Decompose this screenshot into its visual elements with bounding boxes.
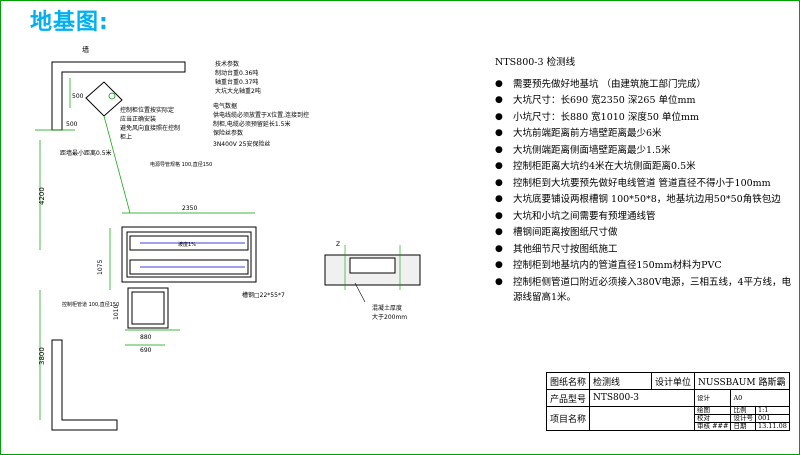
title-block: 图纸名称 检测线 设计单位 NUSSBAUM 路斯霸 产品型号 NTS800-3… xyxy=(545,372,790,431)
svg-text:供电线缆必须放置于X位置,连接到控: 供电线缆必须放置于X位置,连接到控 xyxy=(213,111,309,119)
control-cabinet xyxy=(85,81,131,214)
date-value: 13.11.08 xyxy=(754,422,790,431)
note-item: 其他细节尺寸按图纸施工 xyxy=(495,242,795,258)
design-unit: NUSSBAUM 路斯霸 xyxy=(694,372,790,390)
dim-4200: 4200 xyxy=(38,187,46,205)
design-label: 设计 xyxy=(694,389,732,407)
dim-880: 880 xyxy=(140,334,152,341)
min-distance-label: 距墙最小距离0.5米 xyxy=(60,149,112,157)
slope-arrows xyxy=(140,242,245,268)
dim-3800: 3800 xyxy=(38,347,46,365)
dim-1075: 1075 xyxy=(97,260,104,275)
svg-text:电气数据: 电气数据 xyxy=(213,102,237,110)
wall-outline xyxy=(51,61,186,431)
svg-text:避免风向直接照在控制: 避免风向直接照在控制 xyxy=(120,124,180,132)
svg-text:大坑大允轴重2吨: 大坑大允轴重2吨 xyxy=(215,87,261,95)
svg-text:保险丝参数: 保险丝参数 xyxy=(213,129,243,137)
concrete-value: 大于200mm xyxy=(372,313,407,321)
drawing-name: 检测线 xyxy=(589,372,653,390)
dim-1010: 1010 xyxy=(113,305,120,320)
design-unit-label: 设计单位 xyxy=(651,372,696,390)
note-item: 控制柜距离大坑约4米在大坑侧面距离0.5米 xyxy=(495,159,795,175)
notes-panel: NTS800-3 检测线 需要预先做好地基坑 （由建筑施工部门完成） 大坑尺寸：… xyxy=(495,55,795,307)
note-item: 大坑前端距离前方墙壁距离最少6米 xyxy=(495,126,795,142)
note-item: 大坑底要铺设两根槽钢 100*50*8，地基坑边用50*50角铁包边 xyxy=(495,192,795,208)
tech-params: 技术参数 制动台重0.36吨 轴重台重0.37吨 大坑大允轴重2吨 xyxy=(215,60,261,95)
dimension-lines xyxy=(35,78,255,420)
pipe-label: 电源导管规格 100,直径150 xyxy=(150,161,212,168)
slope-label: 坡度1% xyxy=(178,241,196,248)
note-item: 控制柜到大坑要预先做好电线管道 管道直径不得小于100mm xyxy=(495,176,795,192)
dim-500-side: 500 xyxy=(66,121,78,128)
note-item: 大坑侧端距离侧面墙壁距离最少1.5米 xyxy=(495,143,795,159)
power-params: 电气数据 供电线缆必须放置于X位置,连接到控 制柜,电缆必须预留延长1.5米 保… xyxy=(213,102,309,148)
cabinet-marker-icon xyxy=(108,92,116,100)
sheet-size: A0 xyxy=(730,389,790,407)
svg-text:制动台重0.36吨: 制动台重0.36吨 xyxy=(215,69,258,77)
small-pit xyxy=(127,287,169,329)
note-item: 小坑尺寸：长880 宽1010 深度50 单位mm xyxy=(495,110,795,126)
page-title: 地基图: xyxy=(30,10,109,35)
cabinet-note: 控制柜位置按实际定 应当正确安装 避免风向直接照在控制 柜上 xyxy=(120,106,180,141)
svg-text:控制柜位置按实际定: 控制柜位置按实际定 xyxy=(120,106,174,114)
note-item: 大坑尺寸：长690 宽2350 深265 单位mm xyxy=(495,93,795,109)
note-item: 大坑和小坑之间需要有预埋通线管 xyxy=(495,209,795,225)
section-view xyxy=(324,245,421,290)
svg-text:轴重台重0.37吨: 轴重台重0.37吨 xyxy=(215,78,258,86)
product-no-label: 产品型号 xyxy=(545,389,591,407)
note-item: 控制柜侧管道口附近必须接入380V电源，三相五线，4平方线，电源线留高1米。 xyxy=(495,275,795,306)
note-item: 需要预先做好地基坑 （由建筑施工部门完成） xyxy=(495,77,795,93)
dim-690: 690 xyxy=(140,347,152,354)
wall-label: 墙 xyxy=(82,45,89,54)
steel-label: 槽钢□22*55*7 xyxy=(242,291,285,299)
notes-list: 需要预先做好地基坑 （由建筑施工部门完成） 大坑尺寸：长690 宽2350 深2… xyxy=(495,77,795,306)
project-name-label: 项目名称 xyxy=(545,406,591,431)
svg-text:技术参数: 技术参数 xyxy=(215,60,239,68)
note-item: 控制柜到地基坑内的管道直径150mm材料为PVC xyxy=(495,258,795,274)
svg-text:柜上: 柜上 xyxy=(120,133,132,141)
svg-text:应当正确安装: 应当正确安装 xyxy=(120,115,156,123)
svg-text:3N400V 25安保险丝: 3N400V 25安保险丝 xyxy=(213,140,270,148)
product-no: NTS800-3 xyxy=(589,389,696,407)
concrete-label: 混凝土厚度 xyxy=(372,304,402,312)
notes-heading: NTS800-3 检测线 xyxy=(495,57,576,68)
date-label: 日期 xyxy=(730,422,756,431)
project-name-value xyxy=(589,406,696,431)
note-item: 槽钢间距离按图纸尺寸做 xyxy=(495,225,795,241)
svg-text:制柜,电缆必须预留延长1.5米: 制柜,电缆必须预留延长1.5米 xyxy=(213,120,290,128)
dim-500-top: 500 xyxy=(72,93,84,100)
approve-label: 审核 ### xyxy=(694,422,732,431)
section-z-label: Z xyxy=(336,241,340,248)
big-pit xyxy=(121,226,257,283)
drawing-name-label: 图纸名称 xyxy=(545,372,591,390)
cabinet-pipe-note: 控制柜管道 100,直径150 xyxy=(62,301,119,308)
dim-2350: 2350 xyxy=(182,205,197,212)
